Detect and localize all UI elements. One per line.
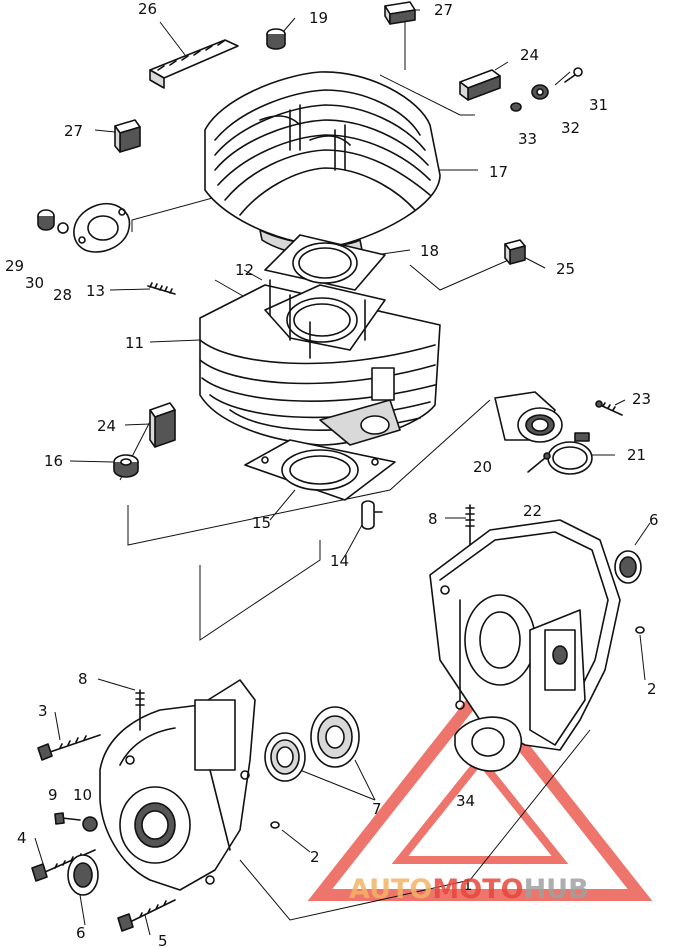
- callout-31: 31: [589, 96, 608, 114]
- part-8-stud-right: [465, 504, 475, 546]
- callout-10: 10: [73, 786, 92, 804]
- part-18-head-gasket: [264, 234, 386, 291]
- callout-22: 22: [523, 502, 542, 520]
- callout-11: 11: [125, 334, 144, 352]
- callout-27-top: 27: [434, 1, 453, 19]
- part-27-block-left: [114, 119, 141, 153]
- part-9-bolt: [54, 812, 81, 825]
- callout-6-right: 6: [649, 511, 659, 529]
- part-32-washer: [531, 84, 549, 100]
- callout-3: 3: [38, 702, 48, 720]
- part-16-flange-nut: [113, 454, 139, 478]
- callout-34: 34: [456, 792, 475, 810]
- callout-23: 23: [632, 390, 651, 408]
- part-19-nut: [266, 28, 286, 50]
- part-10-washer: [82, 816, 98, 832]
- part-7-bearing-large: [310, 706, 360, 768]
- callout-27-left: 27: [64, 122, 83, 140]
- part-13-stud: [147, 282, 176, 295]
- callout-28: 28: [53, 286, 72, 304]
- part-24-block-upper: [459, 69, 501, 101]
- part-23-screw: [595, 400, 623, 416]
- part-4-bolt: [31, 849, 96, 882]
- callout-26: 26: [138, 0, 157, 18]
- callout-16: 16: [44, 452, 63, 470]
- callout-21: 21: [627, 446, 646, 464]
- part-27-block-top: [384, 1, 416, 25]
- part-26-bracket-comb: [149, 39, 239, 89]
- part-21-hose-clamp: [547, 432, 593, 475]
- part-30-washer: [57, 222, 69, 234]
- part-17-cylinder-head: [204, 71, 441, 257]
- part-28-exhaust-gasket: [73, 203, 131, 253]
- callout-33: 33: [518, 130, 537, 148]
- part-11-cylinder: [199, 279, 441, 446]
- watermark-logo-triangle: [307, 682, 653, 901]
- callout-13: 13: [86, 282, 105, 300]
- callout-17: 17: [489, 163, 508, 181]
- part-2-dowel-right: [635, 626, 645, 634]
- callout-25: 25: [556, 260, 575, 278]
- part-22-screw: [527, 452, 551, 473]
- callout-6-left: 6: [76, 924, 86, 942]
- callout-8-left: 8: [78, 670, 88, 688]
- part-31-screw: [564, 67, 583, 83]
- watermark-moto: MOTO: [432, 874, 523, 905]
- callout-15: 15: [252, 514, 271, 532]
- watermark-hub: HUB: [524, 874, 589, 905]
- part-right-crankcase-half: [429, 519, 621, 751]
- callout-20: 20: [473, 458, 492, 476]
- callout-2-left: 2: [310, 848, 320, 866]
- part-3-bolt: [37, 734, 101, 761]
- watermark-logo-text: AUTOMOTOHUB: [349, 874, 589, 905]
- callout-8-right: 8: [428, 510, 438, 528]
- callout-24-top: 24: [520, 46, 539, 64]
- part-25-block: [504, 239, 526, 265]
- callout-29: 29: [5, 257, 24, 275]
- part-29-nut: [37, 209, 55, 231]
- callout-19: 19: [309, 9, 328, 27]
- part-8-stud-left: [135, 689, 145, 731]
- part-6-oil-seal-right: [614, 550, 642, 584]
- callout-7: 7: [372, 800, 382, 818]
- svg-text:AUTOMOTOHUB: AUTOMOTOHUB: [349, 874, 589, 905]
- part-24-block-lower: [149, 402, 176, 448]
- callout-5: 5: [158, 932, 168, 949]
- callout-12: 12: [235, 261, 254, 279]
- part-33-nut: [510, 102, 522, 112]
- part-6-oil-seal-left: [67, 854, 99, 896]
- callout-32: 32: [561, 119, 580, 137]
- callout-labels: 26 19 27 24 31 32 33 27 17 18 29 30 28 1…: [5, 0, 659, 949]
- part-5-bolt: [117, 899, 176, 932]
- callout-30: 30: [25, 274, 44, 292]
- callout-24-low: 24: [97, 417, 116, 435]
- part-34-gasket: [454, 716, 523, 772]
- part-14-dowel: [361, 500, 383, 530]
- part-20-intake-manifold: [494, 391, 563, 443]
- part-7-bearing-small: [264, 732, 306, 782]
- callout-9: 9: [48, 786, 58, 804]
- watermark-auto: AUTO: [349, 874, 432, 905]
- callout-4: 4: [17, 829, 27, 847]
- callout-1: 1: [463, 876, 473, 894]
- callout-18: 18: [420, 242, 439, 260]
- callout-14: 14: [330, 552, 349, 570]
- part-15-base-gasket: [244, 439, 396, 501]
- callout-2-right: 2: [647, 680, 657, 698]
- part-left-crankcase-half: [99, 679, 256, 891]
- part-2-dowel-left: [270, 821, 280, 829]
